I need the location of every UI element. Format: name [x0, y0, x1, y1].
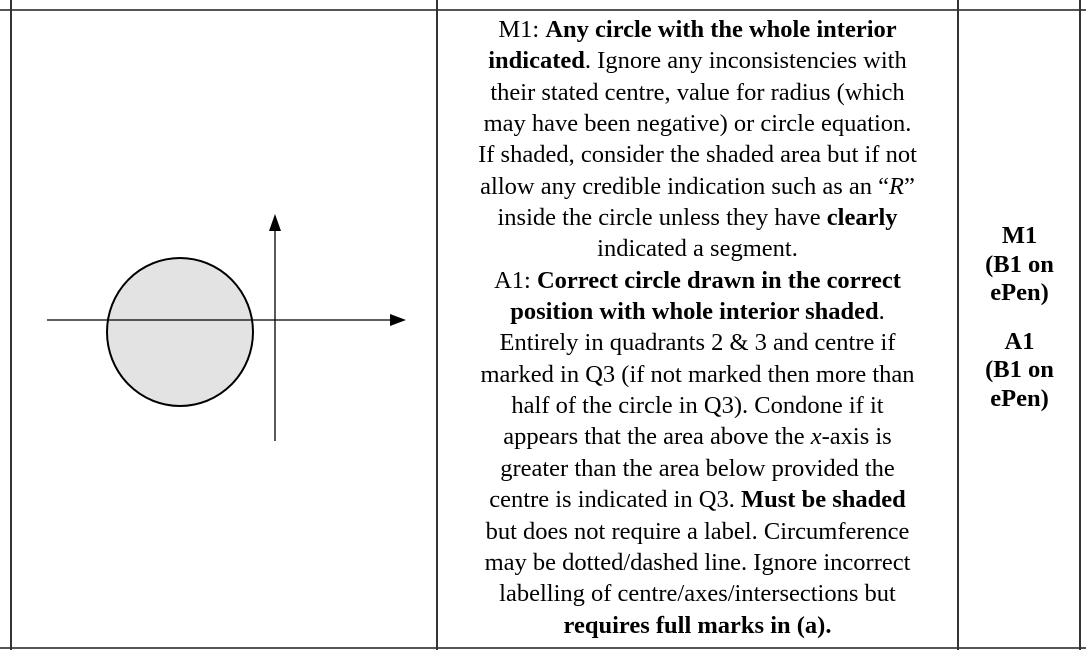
guidance-text: -axis is [821, 423, 892, 451]
mark-code: M1 [1001, 222, 1038, 249]
guidance-line: may be dotted/dashed line. Ignore incorr… [438, 547, 957, 578]
y-axis-arrow-icon [269, 214, 281, 231]
table-left-border [10, 0, 12, 650]
guidance-text: Any circle with the whole interior [545, 16, 897, 43]
column-divider-2 [957, 0, 959, 650]
guidance-text: indicated [488, 47, 585, 75]
mark-note: (B1 on [985, 356, 1054, 383]
guidance-text: . Ignore any inconsistencies with [584, 47, 907, 75]
guidance-text: indicated a segment. [597, 235, 798, 263]
guidance-text: appears that the area above the [503, 423, 811, 451]
guidance-text: If shaded, consider the shaded area but … [478, 141, 917, 169]
guidance-text: their stated centre, value for radius (w… [490, 78, 905, 106]
guidance-line: their stated centre, value for radius (w… [438, 77, 957, 108]
guidance-line: may have been negative) or circle equati… [438, 108, 957, 139]
guidance-line: indicated. Ignore any inconsistencies wi… [438, 45, 957, 76]
guidance-text: ” [903, 172, 915, 200]
guidance-text: half of the circle in Q3). Condone if it [511, 392, 884, 420]
guidance-text: A1: [494, 266, 537, 294]
guidance-line: inside the circle unless they have clear… [438, 202, 957, 233]
guidance-text: x [810, 423, 822, 451]
guidance-line: labelling of centre/axes/intersections b… [438, 578, 957, 609]
guidance-text: greater than the area below provided the [500, 454, 895, 482]
mark-note: (B1 on [985, 250, 1054, 278]
mark-a1: A1 (B1 on ePen) [959, 328, 1080, 414]
guidance-text: clearly [826, 204, 898, 232]
x-axis-arrow-icon [390, 314, 406, 326]
guidance-line: greater than the area below provided the [438, 453, 957, 484]
guidance-text: R [889, 172, 904, 200]
guidance-line: half of the circle in Q3). Condone if it [438, 390, 957, 421]
mark-m1: M1 (B1 on ePen) [959, 222, 1080, 308]
guidance-text: Entirely in quadrants 2 & 3 and centre i… [499, 329, 896, 357]
guidance-line: M1: Any circle with the whole interior [438, 14, 957, 45]
guidance-text: inside the circle unless they have [497, 204, 827, 232]
guidance-text: Must be shaded [741, 486, 906, 514]
guidance-line: indicated a segment. [438, 233, 957, 264]
guidance-text: may be dotted/dashed line. Ignore incorr… [484, 548, 911, 576]
guidance-text: . [878, 298, 885, 326]
guidance-text: labelling of centre/axes/intersections b… [499, 580, 896, 608]
guidance-text: marked in Q3 (if not marked then more th… [480, 360, 915, 388]
table-right-border [1079, 0, 1081, 650]
mark-code: A1 [1004, 327, 1035, 355]
mark-note: ePen) [990, 279, 1049, 306]
guidance-text: allow any credible indication such as an… [480, 172, 890, 200]
guidance-line: requires full marks in (a). [438, 610, 957, 641]
guidance-line: centre is indicated in Q3. Must be shade… [438, 484, 957, 515]
guidance-line: but does not require a label. Circumfere… [438, 516, 957, 547]
guidance-line: position with whole interior shaded. [438, 296, 957, 327]
marks-column: M1 (B1 on ePen) A1 (B1 on ePen) [959, 222, 1080, 413]
guidance-line: allow any credible indication such as an… [438, 171, 957, 202]
guidance-line: marked in Q3 (if not marked then more th… [438, 359, 957, 390]
guidance-line: If shaded, consider the shaded area but … [438, 139, 957, 170]
circle-diagram [47, 214, 406, 441]
guidance-text: but does not require a label. Circumfere… [485, 517, 910, 545]
table-top-border [0, 9, 1086, 11]
guidance-text: centre is indicated in Q3. [489, 486, 741, 514]
guidance-text: may have been negative) or circle equati… [483, 110, 912, 138]
guidance-text: position with whole interior shaded [510, 298, 879, 326]
shaded-circle [106, 257, 254, 407]
guidance-text: M1: [498, 16, 546, 43]
guidance-text: requires full marks in (a). [563, 611, 832, 639]
guidance-line: appears that the area above the x-axis i… [438, 421, 957, 452]
guidance-line: Entirely in quadrants 2 & 3 and centre i… [438, 327, 957, 358]
column-divider-1 [436, 0, 438, 650]
mark-note: ePen) [990, 384, 1049, 412]
guidance-text: Correct circle drawn in the correct [536, 266, 901, 294]
guidance-line: A1: Correct circle drawn in the correct [438, 265, 957, 296]
table-bottom-border [0, 647, 1086, 649]
